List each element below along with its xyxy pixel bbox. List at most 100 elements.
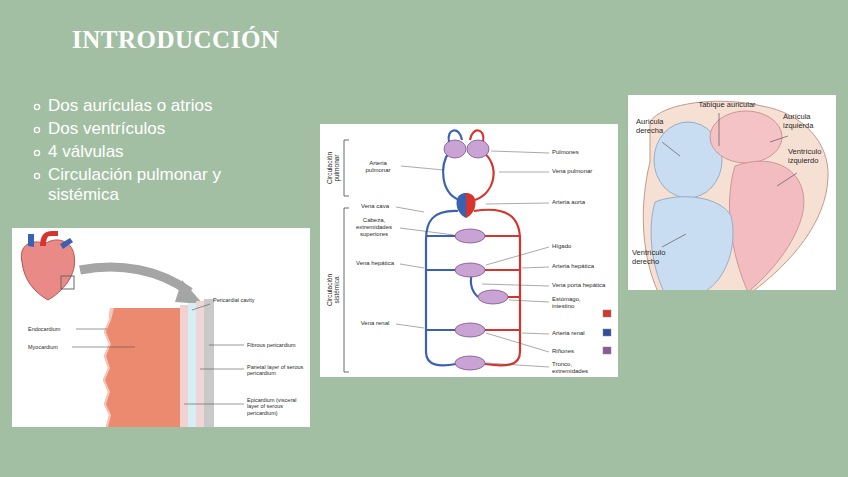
vessel-label: Vena porta hepática xyxy=(552,282,605,289)
leader-line xyxy=(482,284,549,286)
left-atrium xyxy=(710,111,782,163)
layer-label: Parietal layer of serous pericardium xyxy=(247,364,307,377)
capillary-bed xyxy=(455,323,485,337)
leader-line xyxy=(509,300,549,302)
lung-capillaries xyxy=(444,140,466,158)
endocardium-layer xyxy=(103,308,114,427)
capillary-beds xyxy=(444,140,508,370)
bullet-item: 4 válvulas xyxy=(48,142,124,162)
small-heart xyxy=(21,231,74,300)
heart-part-label: Ventrículo izquierdo xyxy=(788,148,834,165)
image-panel xyxy=(12,228,310,427)
bullet-item: Dos aurículas o atrios xyxy=(48,96,212,116)
heart-section xyxy=(643,101,828,290)
vessel-label: Arteria hepática xyxy=(552,263,594,270)
bullet-item: Circulación pulmonar y sistémica xyxy=(48,165,284,204)
pulmonary-artery xyxy=(443,152,459,200)
leader-line xyxy=(662,234,686,247)
leader-lines xyxy=(396,151,549,367)
leader-line xyxy=(396,324,424,328)
heart-right-side xyxy=(457,193,466,218)
vessel-label: Vena cava xyxy=(355,203,395,210)
brackets xyxy=(344,140,349,372)
leader-lines xyxy=(72,304,244,404)
vessel-label: Arteria renal xyxy=(552,330,585,337)
slide-title: INTRODUCCIÓN xyxy=(72,26,279,55)
bracket xyxy=(344,140,349,196)
vena-cava xyxy=(28,234,34,247)
pulmonary-vessel xyxy=(60,238,73,249)
leader-line xyxy=(400,264,424,268)
bullet-marker xyxy=(34,150,39,155)
epicardium-layer xyxy=(180,305,188,427)
leader-line xyxy=(76,329,107,330)
heart-part-label: Aurícula izquierda xyxy=(783,113,829,130)
leader-line xyxy=(486,247,549,265)
aorta xyxy=(40,231,58,246)
leader-line xyxy=(400,228,454,235)
leader-line xyxy=(486,203,549,204)
arrow-head xyxy=(175,280,203,304)
vessel-label: Arteria pulmonar xyxy=(357,160,399,174)
vessel-label: Arteria aorta xyxy=(552,199,585,206)
heart-body xyxy=(21,240,74,300)
pericardial-cavity-layer xyxy=(188,303,196,427)
wall-layers xyxy=(103,299,214,427)
heart-part-label: Aurícula derecha xyxy=(636,118,682,135)
image-panel xyxy=(320,124,618,377)
bullet-item: Dos ventrículos xyxy=(48,119,165,139)
myocardium-layer xyxy=(103,308,180,427)
parietal-layer xyxy=(196,301,204,427)
magnify-arrow xyxy=(80,267,190,292)
bullet-marker xyxy=(34,127,39,132)
pulmonary-vein xyxy=(475,152,494,200)
vein-branch xyxy=(426,236,478,330)
capillary-bed xyxy=(455,356,485,370)
left-ventricle xyxy=(729,161,803,290)
capillary-bed xyxy=(478,290,508,304)
right-ventricle xyxy=(651,197,733,290)
leader-line xyxy=(486,363,549,367)
leader-line xyxy=(184,404,244,405)
leader-line xyxy=(209,345,244,346)
leader-line xyxy=(770,136,788,142)
systemic-vein xyxy=(426,211,458,365)
section-label: Circulación sistémica xyxy=(326,262,341,318)
bracket xyxy=(344,208,349,372)
artery-branch xyxy=(485,236,520,330)
leader-line xyxy=(486,333,549,352)
capillary-bed xyxy=(455,229,485,243)
organ-label: Tronco, extremidades xyxy=(552,361,596,375)
leader-line xyxy=(401,166,444,170)
section-label: Circulación pulmonar xyxy=(326,142,341,194)
heart-symbol xyxy=(457,193,476,218)
leader-line xyxy=(499,172,549,173)
leader-line xyxy=(662,142,680,156)
organ-label: Hígado xyxy=(552,243,571,250)
vessel-label: Vena pulmonar xyxy=(552,168,592,175)
leader-lines xyxy=(662,113,797,247)
leader-line xyxy=(491,151,549,153)
vessels xyxy=(426,130,520,365)
heart-left-side xyxy=(466,193,475,218)
heart-part-label: Ventrículo derecho xyxy=(632,249,678,266)
layer-label: Myocardium xyxy=(28,344,58,350)
organ-label: Cabeza, extremidades superiores xyxy=(350,217,398,238)
bullet-marker xyxy=(34,104,39,109)
capillary-bed xyxy=(455,263,485,277)
key-swatch xyxy=(603,347,611,354)
layer-label: Endocardium xyxy=(28,326,60,332)
layer-label: Pericardial cavity xyxy=(213,297,255,303)
leader-line xyxy=(396,207,424,212)
leader-line xyxy=(192,304,210,310)
lung-capillaries xyxy=(467,140,489,158)
layer-label: Epicardium (visceral layer of serous per… xyxy=(247,397,307,416)
leader-line xyxy=(777,173,797,186)
heart-part-label: Tabique auricular xyxy=(692,101,762,110)
leader-line xyxy=(522,333,549,334)
heart-outline xyxy=(643,101,828,290)
key-swatch xyxy=(603,329,611,336)
organ-label: Riñones xyxy=(552,348,574,355)
vessel-label: Vena hepática xyxy=(352,260,398,267)
